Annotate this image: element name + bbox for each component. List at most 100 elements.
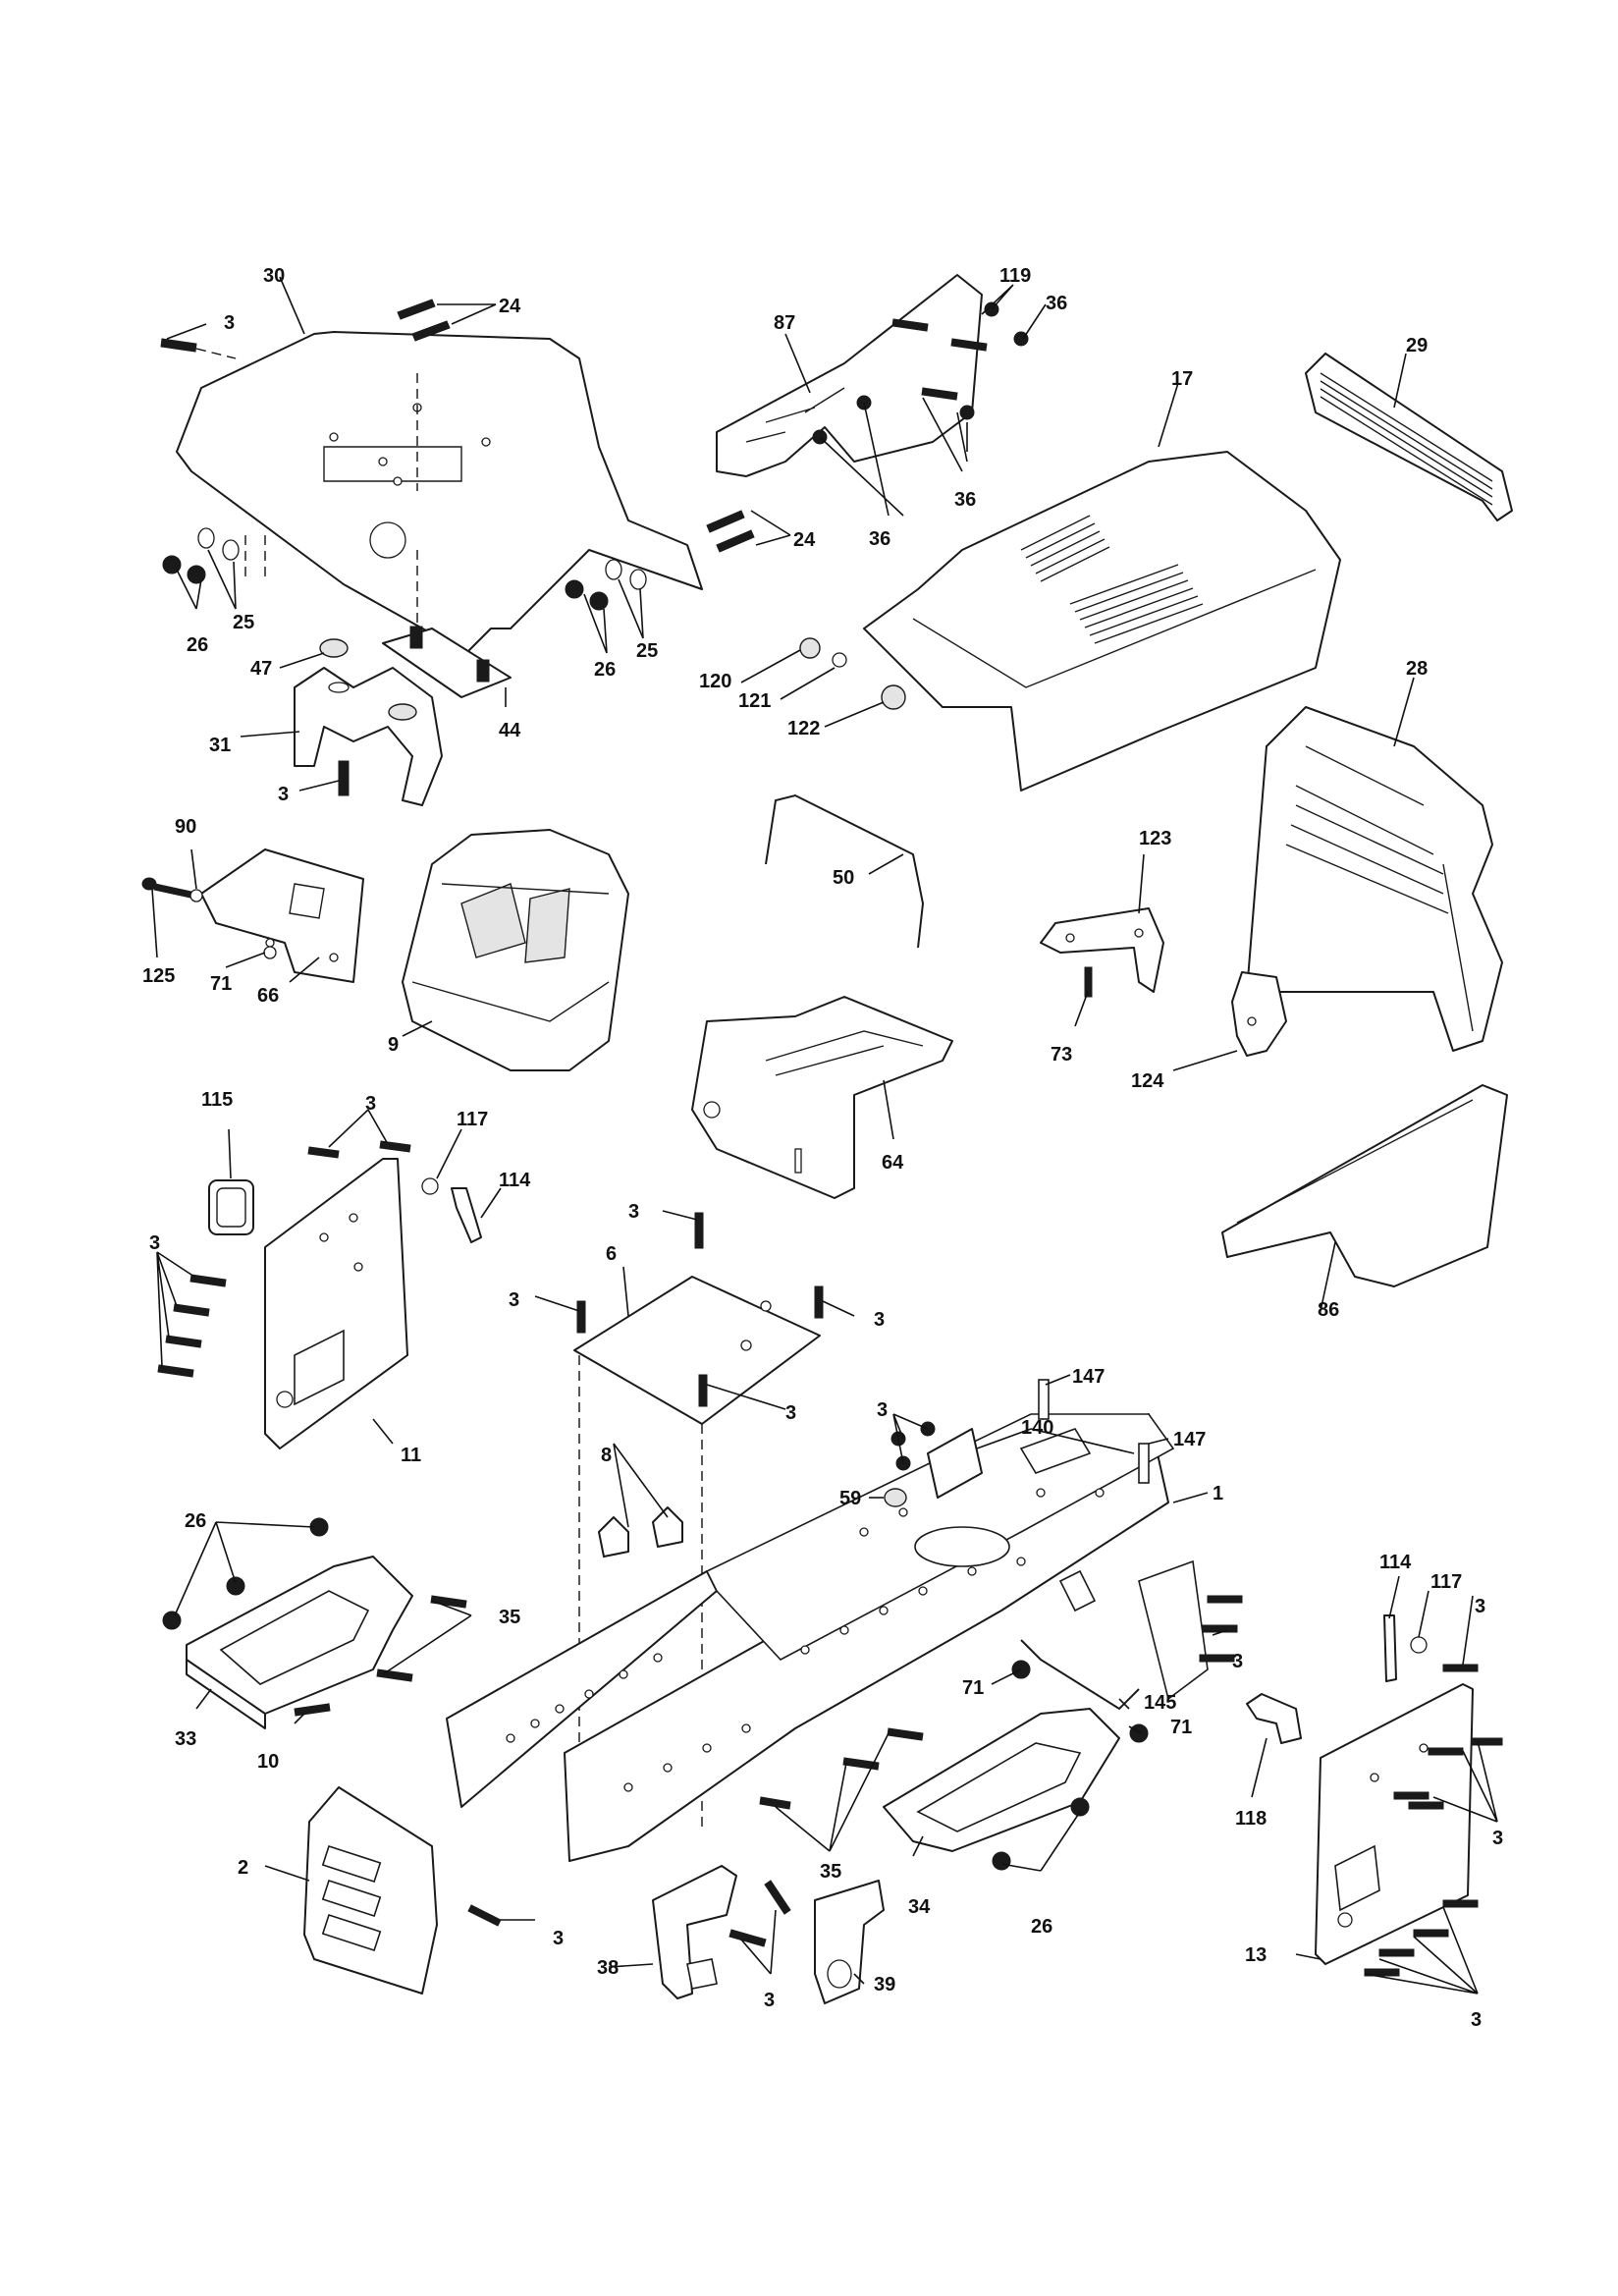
label-115: 115 bbox=[201, 1089, 233, 1111]
part-29-grille bbox=[1305, 353, 1513, 521]
label-26-d: 26 bbox=[1031, 1916, 1052, 1938]
part-6-plate bbox=[573, 1276, 821, 1425]
label-71-c: 71 bbox=[1170, 1717, 1192, 1738]
label-26-left: 26 bbox=[187, 634, 208, 656]
part-118-bracket bbox=[1246, 1693, 1302, 1744]
fasteners-125-90-71 bbox=[141, 877, 277, 959]
label-9: 9 bbox=[388, 1034, 399, 1056]
label-33: 33 bbox=[175, 1728, 196, 1750]
label-25-right: 25 bbox=[636, 640, 658, 662]
label-3-m: 3 bbox=[553, 1928, 564, 1949]
screws-3-brackets bbox=[728, 1880, 791, 1947]
label-3-o: 3 bbox=[1471, 2009, 1482, 2031]
part-115-grommet bbox=[208, 1179, 254, 1235]
label-64: 64 bbox=[882, 1152, 904, 1174]
part-66-shield bbox=[200, 848, 364, 983]
label-35-a: 35 bbox=[499, 1607, 520, 1628]
label-3-i: 3 bbox=[877, 1399, 888, 1421]
part-59-nut bbox=[884, 1488, 907, 1507]
label-114-a: 114 bbox=[499, 1170, 531, 1191]
label-119: 119 bbox=[999, 265, 1031, 287]
label-90: 90 bbox=[175, 816, 196, 838]
part-123-bracket bbox=[1040, 907, 1164, 993]
label-17: 17 bbox=[1171, 368, 1193, 390]
label-36-a: 36 bbox=[1046, 293, 1067, 314]
part-39-bracket bbox=[814, 1880, 885, 2004]
nuts-26-right bbox=[992, 1797, 1090, 1871]
part-1-frame bbox=[446, 1413, 1209, 1862]
screws-35-right bbox=[759, 1727, 924, 1810]
part-11-side-plate bbox=[264, 1158, 408, 1449]
label-35-b: 35 bbox=[820, 1861, 841, 1883]
label-124: 124 bbox=[1131, 1070, 1164, 1092]
part-9-fuel-tank bbox=[402, 829, 629, 1071]
label-122: 122 bbox=[787, 718, 820, 739]
label-86: 86 bbox=[1318, 1299, 1339, 1321]
label-31: 31 bbox=[209, 735, 231, 756]
label-3-d: 3 bbox=[149, 1232, 160, 1254]
bolts-147 bbox=[1038, 1379, 1150, 1484]
part-87-panel bbox=[716, 274, 983, 477]
label-147-b: 147 bbox=[1173, 1429, 1206, 1450]
label-117-b: 117 bbox=[1430, 1571, 1462, 1593]
label-71-a: 71 bbox=[210, 973, 232, 995]
label-3-f: 3 bbox=[509, 1289, 519, 1311]
label-29: 29 bbox=[1406, 335, 1428, 356]
label-3-l: 3 bbox=[1492, 1828, 1503, 1849]
part-17-hood bbox=[863, 451, 1341, 792]
screws-3-side-plate bbox=[157, 1274, 227, 1378]
leader-lines bbox=[151, 276, 1498, 1995]
label-36-c: 36 bbox=[869, 528, 890, 550]
part-114-bracket-left bbox=[451, 1187, 482, 1243]
hood-vents bbox=[1020, 515, 1204, 644]
label-25-left: 25 bbox=[233, 612, 254, 633]
part-140-bracket bbox=[927, 1428, 983, 1499]
label-120: 120 bbox=[699, 671, 731, 692]
part-44-plate bbox=[382, 626, 512, 698]
label-3-j: 3 bbox=[1232, 1651, 1243, 1672]
screws-24-right bbox=[706, 510, 755, 553]
label-11: 11 bbox=[401, 1445, 421, 1466]
part-31-bracket bbox=[294, 667, 443, 806]
part-64-tray bbox=[691, 996, 953, 1199]
label-121: 121 bbox=[738, 690, 771, 712]
part-labels: 30 24 3 119 36 87 29 17 36 24 36 26 25 2… bbox=[142, 265, 1503, 2031]
screws-3-side-plate-right bbox=[1364, 1664, 1503, 1977]
label-50: 50 bbox=[833, 867, 854, 889]
nuts-26-washers-25-left bbox=[162, 527, 240, 584]
screws-3-plate-6 bbox=[576, 1212, 824, 1407]
label-10: 10 bbox=[257, 1751, 279, 1773]
screw-3-bracket bbox=[338, 760, 350, 796]
part-8-clamps bbox=[598, 1506, 683, 1558]
label-3-e: 3 bbox=[628, 1201, 639, 1223]
part-30-dash-panel bbox=[176, 331, 703, 654]
frame-holes bbox=[506, 1488, 1105, 1792]
part-50-rod bbox=[765, 793, 925, 949]
part-33-footrest-left bbox=[186, 1556, 413, 1729]
part-124-bracket bbox=[1231, 971, 1287, 1057]
label-28: 28 bbox=[1406, 658, 1428, 680]
label-140: 140 bbox=[1021, 1417, 1053, 1439]
label-44: 44 bbox=[499, 720, 521, 741]
part-2-front-plate bbox=[303, 1786, 438, 1995]
label-34: 34 bbox=[908, 1896, 931, 1918]
label-145: 145 bbox=[1144, 1692, 1176, 1714]
part-86-side-panel bbox=[1221, 1084, 1508, 1287]
label-24-right: 24 bbox=[793, 529, 816, 551]
label-87: 87 bbox=[774, 312, 795, 334]
part-114-bracket-right bbox=[1383, 1614, 1397, 1682]
nuts-26-washers-25-right bbox=[565, 559, 647, 611]
label-66: 66 bbox=[257, 985, 279, 1007]
label-24-top: 24 bbox=[499, 296, 521, 317]
part-47-grommet bbox=[319, 638, 349, 658]
washer-117-left bbox=[421, 1177, 439, 1195]
fasteners-120-121-122 bbox=[799, 637, 906, 710]
part-34-footrest-right bbox=[883, 1708, 1120, 1852]
label-47: 47 bbox=[250, 658, 272, 680]
label-118: 118 bbox=[1235, 1808, 1267, 1830]
label-3-c: 3 bbox=[365, 1093, 376, 1115]
label-3-top: 3 bbox=[224, 312, 235, 334]
part-38-bracket bbox=[652, 1865, 737, 1999]
label-59: 59 bbox=[839, 1488, 861, 1509]
